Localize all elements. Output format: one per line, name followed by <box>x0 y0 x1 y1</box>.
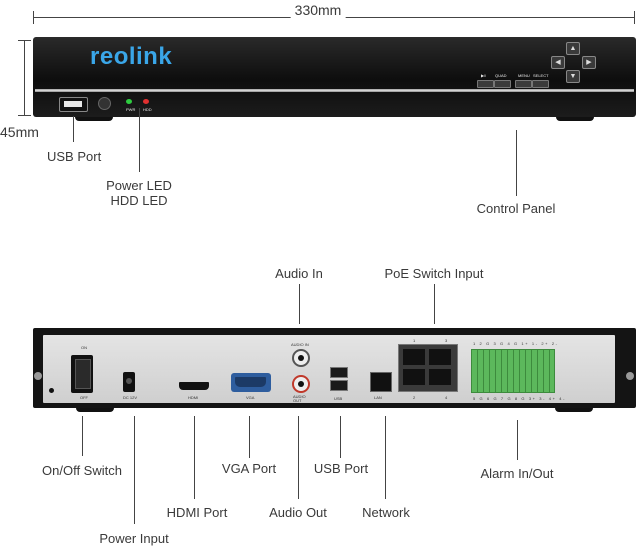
hdmi-port <box>179 382 209 390</box>
poe-pointer <box>434 284 435 324</box>
hdmi-label: HDMI <box>188 395 199 400</box>
power-input-callout: Power Input <box>99 531 169 546</box>
audio-in-pointer <box>299 284 300 324</box>
hdmi-pointer <box>194 416 195 499</box>
back-foot-right <box>555 408 593 412</box>
vga-port <box>231 373 271 392</box>
alarm-bottom-labels: 5 G 6 G 7 G 8 G 3+ 3- 4+ 4- <box>473 396 567 401</box>
dpad-right-button[interactable]: ▶ <box>582 56 596 69</box>
vga-label: VGA <box>246 395 255 400</box>
led-pointer <box>139 108 140 172</box>
control-panel-callout: Control Panel <box>476 201 556 216</box>
poe-port-2 <box>403 369 425 385</box>
hdd-led-label: HDD <box>143 107 152 112</box>
on-off-pointer <box>82 416 83 456</box>
usb-back-pointer <box>340 416 341 458</box>
back-usb-port-bottom <box>330 380 348 391</box>
alarm-terminal-block <box>471 349 555 393</box>
height-dimension-tick-bottom <box>18 115 31 116</box>
power-led-label: PWR <box>126 107 136 112</box>
dc-label: DC 12V <box>123 395 138 400</box>
width-dimension-tick-left <box>33 11 34 24</box>
quad-button[interactable] <box>494 80 511 88</box>
quad-button-label: QUAD <box>495 73 507 78</box>
audio-in-jack <box>292 349 310 367</box>
brand-logo: reolink <box>90 43 173 70</box>
usb-panel-label: USB <box>334 396 343 401</box>
power-input-pointer <box>134 416 135 524</box>
network-callout: Network <box>362 505 410 520</box>
front-silver-stripe <box>35 89 634 92</box>
poe-label-3: 3 <box>445 338 448 343</box>
back-nvr-chassis: ON OFF DC 12V HDMI VGA AUDIO IN AUDIO OU… <box>33 328 636 408</box>
audio-out-callout: Audio Out <box>269 505 327 520</box>
dpad-down-button[interactable]: ▼ <box>566 70 580 83</box>
audio-out-pointer <box>298 416 299 499</box>
height-dimension-tick-top <box>18 40 31 41</box>
poe-label-1: 1 <box>413 338 416 343</box>
on-off-switch-callout: On/Off Switch <box>42 463 122 478</box>
poe-label-2: 2 <box>413 395 416 400</box>
lan-panel-label: LAN <box>374 395 382 400</box>
width-dimension-label: 330mm <box>290 2 346 18</box>
menu-button[interactable] <box>515 80 532 88</box>
front-foot-left <box>75 117 113 121</box>
dpad-left-button[interactable]: ◀ <box>551 56 565 69</box>
power-led <box>126 99 132 104</box>
play-pause-button-label: ▶‖ <box>481 73 486 78</box>
select-button-label: SELECT <box>533 73 549 78</box>
front-round-button[interactable] <box>98 97 111 110</box>
poe-switch-block <box>398 344 458 392</box>
front-nvr-chassis: reolink PWR HDD ▶‖ QUAD MENU SELECT ▲ ◀ … <box>33 37 636 117</box>
poe-switch-input-callout: PoE Switch Input <box>384 266 484 281</box>
network-pointer <box>385 416 386 499</box>
dpad-up-button[interactable]: ▲ <box>566 42 580 55</box>
alarm-pointer <box>517 420 518 460</box>
play-pause-button[interactable] <box>477 80 494 88</box>
height-dimension-label: 45mm <box>0 124 39 140</box>
audio-out-panel-label: AUDIO OUT <box>293 394 306 403</box>
back-usb-port-top <box>330 367 348 378</box>
alarm-top-labels: 1 2 G 3 G 4 G 1+ 1- 2+ 2- <box>473 341 559 346</box>
alarm-in-out-callout: Alarm In/Out <box>480 466 554 481</box>
hdd-led <box>143 99 149 104</box>
vga-pointer <box>249 416 250 458</box>
poe-port-1 <box>403 349 425 365</box>
menu-button-label: MENU <box>518 73 530 78</box>
poe-port-3 <box>429 349 451 365</box>
poe-port-4 <box>429 369 451 385</box>
audio-in-panel-label: AUDIO IN <box>291 342 309 347</box>
off-label: OFF <box>80 395 88 400</box>
back-foot-left <box>76 408 114 412</box>
front-usb-port-label: USB Port <box>47 149 102 164</box>
dc-power-jack <box>123 372 135 392</box>
usb-port-pointer <box>73 116 74 142</box>
audio-out-jack <box>292 375 310 393</box>
back-panel: ON OFF DC 12V HDMI VGA AUDIO IN AUDIO OU… <box>43 335 615 403</box>
vga-port-callout: VGA Port <box>221 461 277 476</box>
height-dimension-line <box>24 40 25 115</box>
front-foot-right <box>556 117 594 121</box>
power-led-callout: Power LED <box>106 178 172 193</box>
control-panel-pointer <box>516 130 517 196</box>
hdd-led-callout: HDD LED <box>110 193 168 208</box>
select-button[interactable] <box>532 80 549 88</box>
poe-label-4: 4 <box>445 395 448 400</box>
width-dimension-tick-right <box>634 11 635 24</box>
ground-hole <box>49 388 54 393</box>
on-label: ON <box>81 345 87 350</box>
right-screw <box>626 372 634 380</box>
front-usb-slot <box>59 97 88 112</box>
power-switch[interactable] <box>71 355 93 393</box>
left-screw <box>34 372 42 380</box>
back-usb-port-callout: USB Port <box>313 461 369 476</box>
hdmi-port-callout: HDMI Port <box>166 505 228 520</box>
lan-port <box>370 372 392 392</box>
audio-in-callout: Audio In <box>275 266 323 281</box>
